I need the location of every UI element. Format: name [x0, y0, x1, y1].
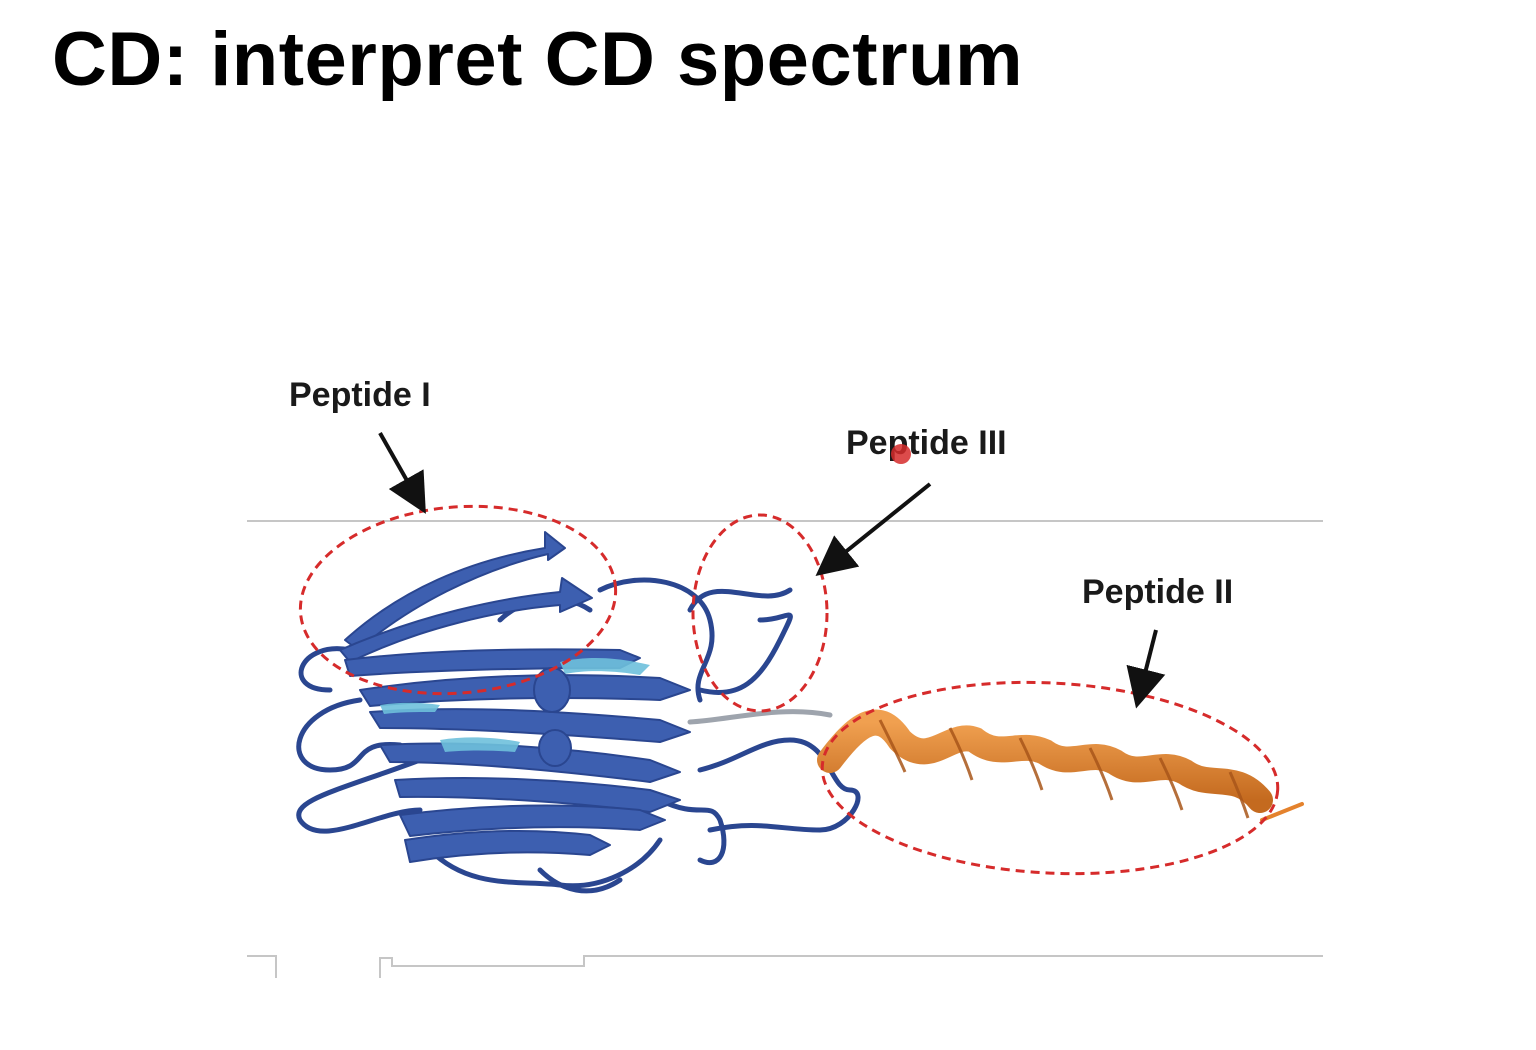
loop [687, 587, 793, 613]
loop [697, 737, 861, 833]
peptide-3-arrow [815, 482, 932, 577]
helix-turn [1088, 747, 1114, 801]
helix-turn [1158, 757, 1184, 811]
loop [296, 697, 403, 773]
loop [597, 577, 715, 703]
beta-highlight [560, 658, 650, 675]
beta-strand [369, 708, 691, 743]
peptide-3-label: Peptide III [846, 424, 1007, 462]
linker [687, 709, 833, 725]
pointer-dot [891, 444, 911, 464]
beta-strand [394, 777, 681, 813]
frame-bottom-line [247, 955, 1323, 978]
peptide-1-region [298, 504, 618, 696]
helix-tail [1260, 802, 1304, 822]
beta-highlight [440, 737, 520, 752]
beta-highlight [380, 702, 440, 714]
helix-backbone [817, 709, 1273, 813]
beta-strand [359, 674, 691, 707]
loop [697, 612, 793, 696]
beta-sheet-domain [296, 531, 861, 894]
peptide-2-arrow [1126, 629, 1166, 709]
loop [296, 757, 423, 834]
figure-frame [247, 520, 1323, 978]
alpha-helix [817, 709, 1304, 822]
helix-turn [878, 719, 907, 773]
peptide-2-region [820, 680, 1280, 876]
beta-strand [399, 804, 666, 837]
peptide-1-arrow [378, 432, 426, 514]
loop [537, 867, 623, 894]
beta-strand [339, 577, 593, 663]
loop [298, 646, 353, 693]
beta-strand [404, 829, 611, 863]
beta-strand [379, 742, 681, 783]
beta-strand [344, 531, 566, 651]
domain-twist [538, 729, 572, 767]
helix-turn [1228, 771, 1250, 819]
peptide-1-label: Peptide I [289, 376, 431, 414]
helix-turn [1018, 737, 1044, 791]
slide-title: CD: interpret CD spectrum [52, 17, 1024, 102]
peptide-3-region [691, 513, 829, 713]
helix-turn [948, 727, 974, 781]
peptide-2-label: Peptide II [1082, 573, 1233, 611]
loop [657, 797, 727, 865]
